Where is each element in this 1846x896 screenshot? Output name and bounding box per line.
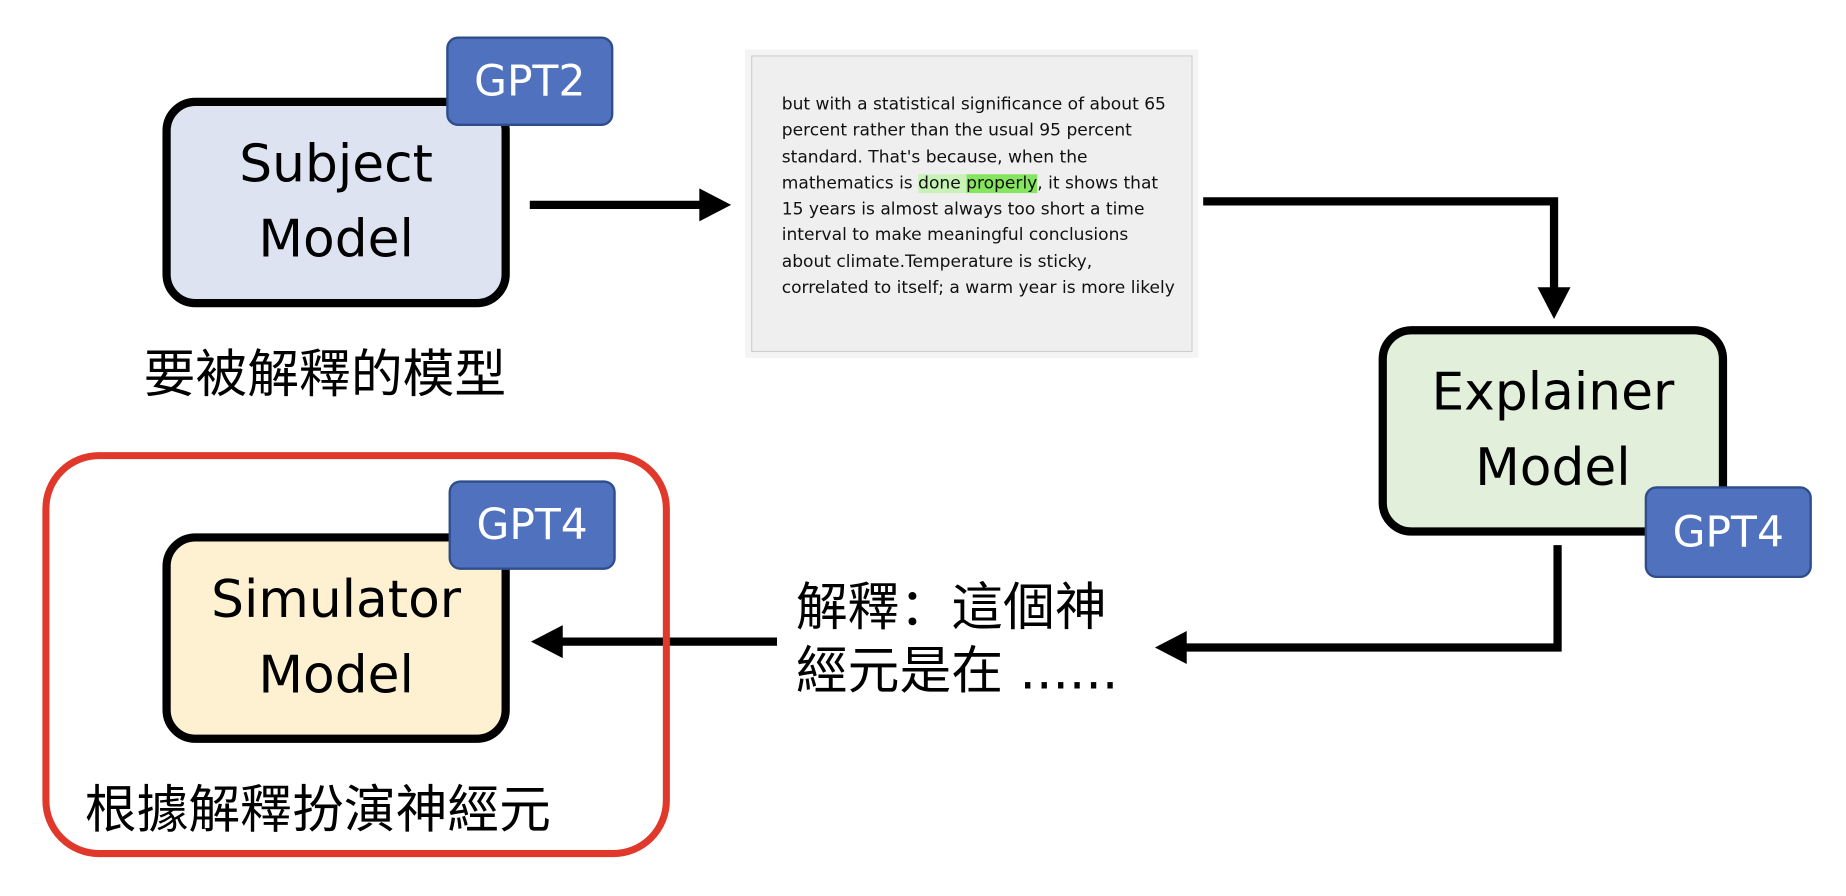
- simulator-model-badge: GPT4: [448, 480, 616, 570]
- explainer-model-label: Explainer Model: [1431, 362, 1675, 498]
- explainer-model-box: Explainer Model: [1378, 326, 1728, 536]
- subject-model-caption: 要被解釋的模型: [143, 344, 507, 405]
- subject-model-label: Subject Model: [239, 134, 433, 270]
- explainer-model-badge: GPT4: [1644, 486, 1812, 579]
- explanation-line-1: 解釋：這個神: [795, 578, 1107, 639]
- text-sample-highlight-light: done: [918, 174, 967, 193]
- simulator-model-caption: 根據解釋扮演神經元: [84, 780, 551, 841]
- text-sample-panel: but with a statistical significance of a…: [745, 49, 1199, 358]
- simulator-highlight-frame: [42, 452, 670, 858]
- text-sample-body: but with a statistical significance of a…: [782, 92, 1182, 302]
- text-sample-after: , it shows that 15 years is almost alway…: [781, 174, 1175, 298]
- simulator-model-box: Simulator Model: [162, 533, 510, 743]
- text-sample-highlight-strong: properly: [966, 174, 1038, 193]
- arrow-sample-to-explainer: [1203, 197, 1571, 320]
- simulator-model-label: Simulator Model: [211, 569, 462, 706]
- explanation-text: 解釋：這個神 經元是在 ......: [796, 577, 1118, 704]
- subject-model-box: Subject Model: [162, 97, 510, 308]
- arrow-explainer-to-explanation: [1154, 545, 1562, 664]
- text-sample-before: but with a statistical significance of a…: [781, 95, 1166, 193]
- arrow-subject-to-sample: [529, 188, 732, 222]
- explanation-line-2: 經元是在 ......: [795, 641, 1119, 702]
- subject-model-badge: GPT2: [446, 36, 614, 126]
